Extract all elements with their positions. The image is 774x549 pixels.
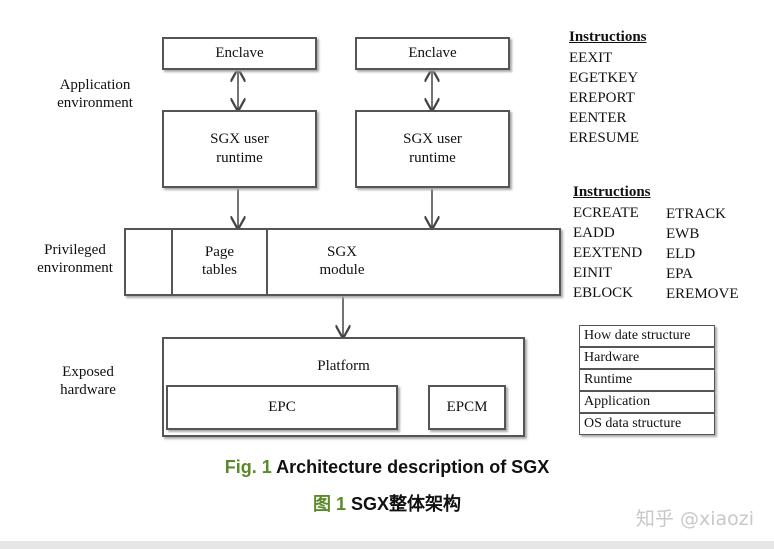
legend-item-hardware: Hardware xyxy=(579,347,715,369)
instruction-item: ETRACK xyxy=(666,206,726,222)
instruction-item: ELD xyxy=(666,246,696,262)
priv-instructions-heading: Instructions xyxy=(573,184,651,200)
instruction-item: EGETKEY xyxy=(569,70,639,86)
caption-english: Fig. 1 Architecture description of SGX xyxy=(0,457,774,478)
instruction-item: EINIT xyxy=(573,265,613,281)
instruction-item: EEXTEND xyxy=(573,245,643,261)
layer-label-hardware: Exposed hardware xyxy=(60,364,116,398)
user-instructions-heading: Instructions xyxy=(569,29,647,45)
instruction-item: EPA xyxy=(666,266,693,282)
page-tables-label: Page tables xyxy=(202,244,237,278)
instruction-item: EENTER xyxy=(569,110,627,126)
layer-label-privileged: Privileged environment xyxy=(37,242,113,276)
instruction-item: EREPORT xyxy=(569,90,635,106)
caption-english-text: Architecture description of SGX xyxy=(271,457,550,477)
epc-box: EPC xyxy=(166,385,398,430)
caption-english-prefix: Fig. 1 xyxy=(224,457,272,477)
page-tables-divider-left xyxy=(171,229,173,295)
legend-item-data-structure: How date structure xyxy=(579,325,715,347)
instruction-item: EWB xyxy=(666,226,700,242)
privileged-environment-box xyxy=(124,228,561,296)
runtime-box-left: SGX user runtime xyxy=(162,110,317,188)
instruction-item: ECREATE xyxy=(573,205,639,221)
enclave-box-left: Enclave xyxy=(162,37,317,70)
sgx-module-label: SGX module xyxy=(319,244,365,278)
instruction-item: EREMOVE xyxy=(666,286,739,302)
caption-chinese-text: SGX整体架构 xyxy=(346,494,462,514)
instruction-item: EEXIT xyxy=(569,50,613,66)
caption-chinese-prefix: 图 1 xyxy=(312,494,346,514)
caption-chinese: 图 1 SGX整体架构 xyxy=(0,490,774,516)
legend-item-os-data-structure: OS data structure xyxy=(579,413,715,435)
layer-label-application: Application environment xyxy=(57,77,133,111)
epcm-box: EPCM xyxy=(428,385,506,430)
bottom-scroll-bar xyxy=(0,541,774,549)
priv-instructions-col2: ETRACK EWB ELD EPA EREMOVE xyxy=(666,204,739,304)
user-instructions-list: EEXIT EGETKEY EREPORT EENTER ERESUME xyxy=(569,48,639,148)
enclave-box-right: Enclave xyxy=(355,37,510,70)
runtime-box-right: SGX user runtime xyxy=(355,110,510,188)
legend-item-runtime: Runtime xyxy=(579,369,715,391)
instruction-item: EADD xyxy=(573,225,615,241)
platform-label: Platform xyxy=(317,358,370,374)
instruction-item: EBLOCK xyxy=(573,285,633,301)
legend-item-application: Application xyxy=(579,391,715,413)
priv-instructions-col1: ECREATE EADD EEXTEND EINIT EBLOCK xyxy=(573,203,642,303)
page-tables-divider-right xyxy=(266,229,268,295)
instruction-item: ERESUME xyxy=(569,130,640,146)
zhihu-watermark: 知乎 @xiaozi xyxy=(635,508,754,530)
